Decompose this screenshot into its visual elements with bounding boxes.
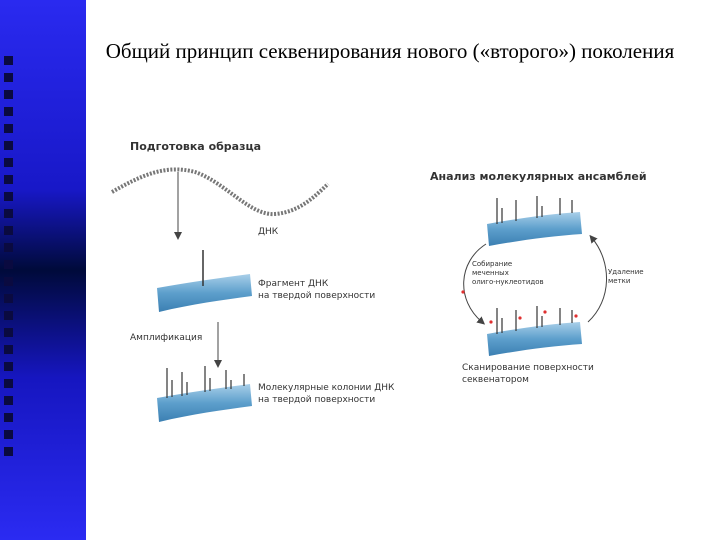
analysis-surface-bottom	[487, 322, 582, 356]
colony-strands	[166, 366, 245, 398]
colonies-label-1: Молекулярные колонии ДНК	[258, 383, 395, 393]
bottom-strands	[496, 306, 573, 334]
fluorescent-marks	[461, 290, 578, 324]
sidebar-square	[4, 430, 13, 439]
sidebar-square	[4, 90, 13, 99]
sidebar-square	[4, 243, 13, 252]
dna-strand	[111, 167, 330, 217]
removal-label-1: Удаление	[608, 268, 644, 276]
analysis-surface-top	[487, 212, 582, 246]
fragment-surface	[157, 274, 252, 312]
sidebar-square	[4, 413, 13, 422]
colonies-surface	[157, 384, 252, 422]
sidebar-square	[4, 294, 13, 303]
assembly-label-2: меченных	[472, 269, 509, 277]
sidebar-square	[4, 345, 13, 354]
sidebar-square	[4, 107, 13, 116]
assembly-label-3: олиго-нуклеотидов	[472, 278, 544, 286]
sidebar-square	[4, 124, 13, 133]
sidebar-square	[4, 209, 13, 218]
analysis-header: Анализ молекулярных ансамблей	[430, 170, 647, 183]
cycle-arrow-left	[463, 243, 487, 325]
sidebar-square	[4, 73, 13, 82]
sidebar-square	[4, 56, 13, 65]
sidebar-square	[4, 447, 13, 456]
sidebar-square	[4, 192, 13, 201]
sidebar-squares	[4, 56, 18, 464]
removal-label-2: метки	[608, 277, 630, 285]
prep-header: Подготовка образца	[130, 140, 261, 153]
sidebar-square	[4, 277, 13, 286]
sidebar-square	[4, 175, 13, 184]
sidebar-square	[4, 379, 13, 388]
top-strands	[496, 196, 573, 224]
fragment-label-1: Фрагмент ДНК	[258, 279, 329, 289]
sidebar-square	[4, 226, 13, 235]
scan-label-1: Сканирование поверхности	[462, 363, 594, 373]
dna-label: ДНК	[258, 227, 279, 237]
sidebar-square	[4, 311, 13, 320]
assembly-label-1: Собирание	[472, 260, 512, 268]
slide-title: Общий принцип секвенирования нового («вт…	[105, 39, 675, 63]
sidebar-square	[4, 396, 13, 405]
slide-sidebar	[0, 0, 86, 540]
sidebar-square	[4, 158, 13, 167]
sidebar-square	[4, 328, 13, 337]
sidebar-square	[4, 362, 13, 371]
sidebar-square	[4, 260, 13, 269]
scan-label-2: секвенатором	[462, 375, 529, 385]
colonies-label-2: на твердой поверхности	[258, 395, 375, 405]
cycle-arrow-right	[587, 234, 608, 323]
sidebar-square	[4, 141, 13, 150]
amplification-label: Амплификация	[130, 333, 202, 343]
fragment-label-2: на твердой поверхности	[258, 291, 375, 301]
